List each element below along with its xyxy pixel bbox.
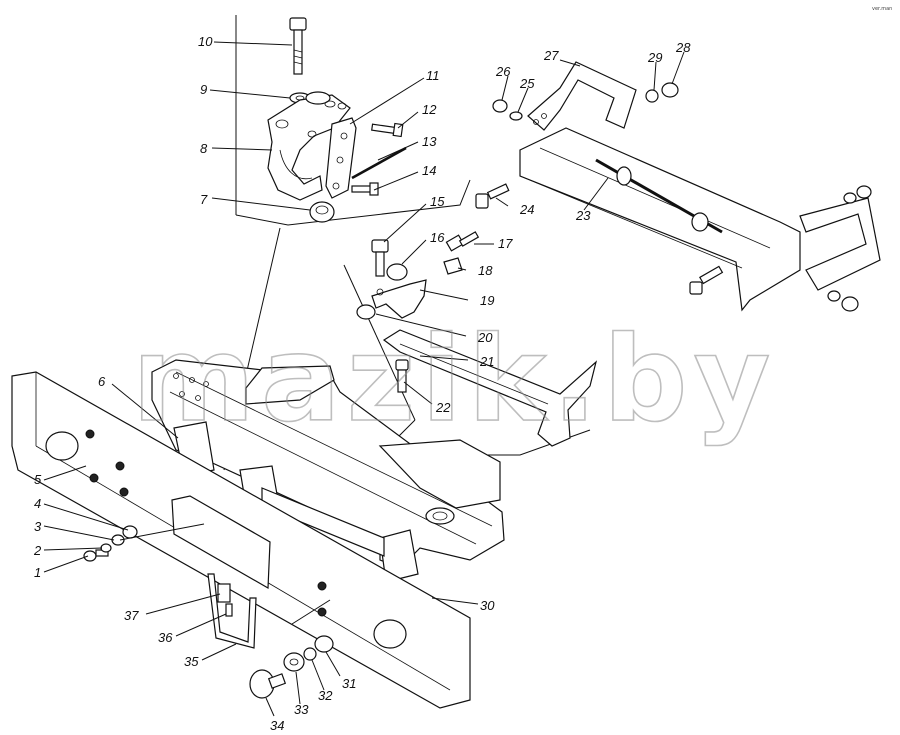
callout-13: 13: [422, 134, 437, 149]
callout-27: 27: [543, 48, 559, 63]
bumper-fasteners: [83, 525, 138, 562]
callout-22: 22: [435, 400, 451, 415]
callout-6: 6: [98, 374, 106, 389]
callout-2: 2: [33, 543, 42, 558]
callout-15: 15: [430, 194, 445, 209]
callout-33: 33: [294, 702, 309, 717]
callout-labels: 1 2 3 4 5 6 7 8 9 10 11 12 13 14 15 16 1…: [33, 34, 691, 733]
callout-35: 35: [184, 654, 199, 669]
callout-12: 12: [422, 102, 437, 117]
callout-31: 31: [342, 676, 356, 691]
leader-lines: [43, 41, 685, 717]
watermark: mazik.by: [132, 310, 776, 448]
callout-34: 34: [270, 718, 284, 733]
callout-3: 3: [34, 519, 42, 534]
callout-7: 7: [200, 192, 208, 207]
callout-8: 8: [200, 141, 208, 156]
callout-32: 32: [318, 688, 333, 703]
callout-4: 4: [34, 496, 41, 511]
callout-24: 24: [519, 202, 534, 217]
callout-23: 23: [575, 208, 591, 223]
callout-10: 10: [198, 34, 213, 49]
callout-26: 26: [495, 64, 511, 79]
callout-29: 29: [647, 50, 662, 65]
bracket-parts: [356, 231, 598, 447]
mount-bolt-set: [249, 635, 334, 699]
callout-16: 16: [430, 230, 445, 245]
front-bumper: [11, 371, 471, 709]
tow-bar-assembly: [475, 61, 881, 312]
callout-30: 30: [480, 598, 495, 613]
tow-hook-assembly: [267, 17, 407, 223]
chassis-frame: [151, 359, 505, 583]
callout-5: 5: [34, 472, 42, 487]
callout-28: 28: [675, 40, 691, 55]
callout-9: 9: [200, 82, 207, 97]
license-bracket: [207, 573, 257, 649]
callout-36: 36: [158, 630, 173, 645]
corner-mark: ver.man: [872, 6, 892, 12]
callout-1: 1: [34, 565, 41, 580]
callout-37: 37: [124, 608, 139, 623]
callout-19: 19: [480, 293, 494, 308]
callout-18: 18: [478, 263, 493, 278]
callout-14: 14: [422, 163, 436, 178]
callout-21: 21: [479, 354, 494, 369]
callout-11: 11: [426, 68, 440, 83]
callout-25: 25: [519, 76, 535, 91]
callout-20: 20: [477, 330, 493, 345]
callout-17: 17: [498, 236, 513, 251]
